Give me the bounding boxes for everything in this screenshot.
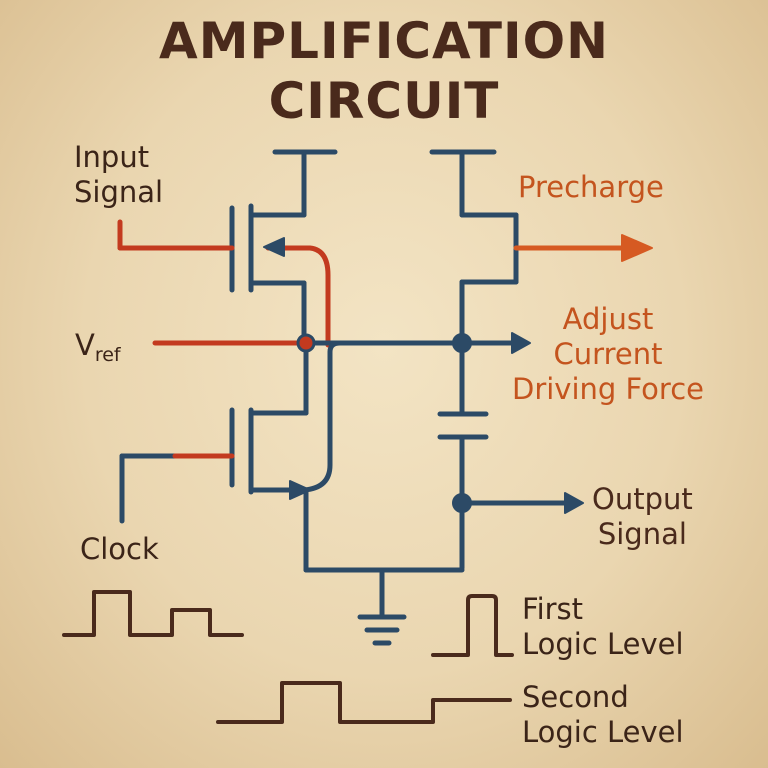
adjust-label-line-1: Adjust bbox=[562, 302, 654, 336]
title-line-2: CIRCUIT bbox=[268, 72, 500, 130]
vref-label-main: V bbox=[75, 328, 95, 362]
left-supply-rail bbox=[248, 149, 338, 218]
second-logic-label-line-2: Logic Level bbox=[522, 715, 684, 749]
first-logic-label-line-1: First bbox=[522, 592, 584, 626]
output-signal-label: Output Signal bbox=[592, 482, 693, 552]
input-signal-label-line-2: Signal bbox=[74, 175, 164, 209]
input-signal-wire bbox=[117, 219, 331, 348]
first-logic-label-line-2: Logic Level bbox=[522, 627, 684, 661]
adjust-current-label: Adjust Current Driving Force bbox=[512, 302, 704, 407]
second-logic-waveform bbox=[216, 681, 512, 724]
right-supply-rail bbox=[429, 149, 519, 415]
vref-label-subscript: ref bbox=[94, 344, 121, 366]
clock-wire bbox=[119, 453, 235, 524]
clock-transistor bbox=[229, 340, 465, 573]
output-signal-label-line-2: Signal bbox=[597, 517, 687, 551]
input-transistor bbox=[229, 203, 307, 348]
first-logic-waveform bbox=[431, 594, 514, 657]
transistor-arrow-head bbox=[263, 237, 285, 257]
output-arrow-head bbox=[564, 492, 584, 514]
vref-label: Vref bbox=[75, 328, 121, 367]
input-signal-label: Input Signal bbox=[74, 140, 163, 210]
adjust-label-line-3: Driving Force bbox=[512, 372, 704, 406]
adjust-arrow-head bbox=[511, 332, 531, 354]
input-signal-label-line-1: Input bbox=[74, 140, 150, 174]
output-node-dot bbox=[452, 493, 472, 513]
clock-label: Clock bbox=[80, 532, 159, 566]
title-line-1: AMPLIFICATION bbox=[159, 12, 609, 70]
precharge-label: Precharge bbox=[518, 170, 664, 204]
second-logic-label-line-1: Second bbox=[522, 680, 629, 714]
adjust-label-line-2: Current bbox=[553, 337, 663, 371]
first-logic-level-label: First Logic Level bbox=[522, 592, 684, 662]
vref-junction-dot bbox=[296, 333, 316, 353]
output-signal-label-line-1: Output bbox=[592, 482, 693, 516]
clock-transistor-arrow-head bbox=[289, 480, 311, 500]
precharge-arrow-head bbox=[621, 234, 653, 262]
clock-waveform bbox=[62, 590, 244, 637]
right-node-dot bbox=[452, 333, 472, 353]
second-logic-level-label: Second Logic Level bbox=[522, 680, 684, 750]
ground-symbol bbox=[357, 567, 407, 646]
capacitor bbox=[437, 411, 489, 571]
